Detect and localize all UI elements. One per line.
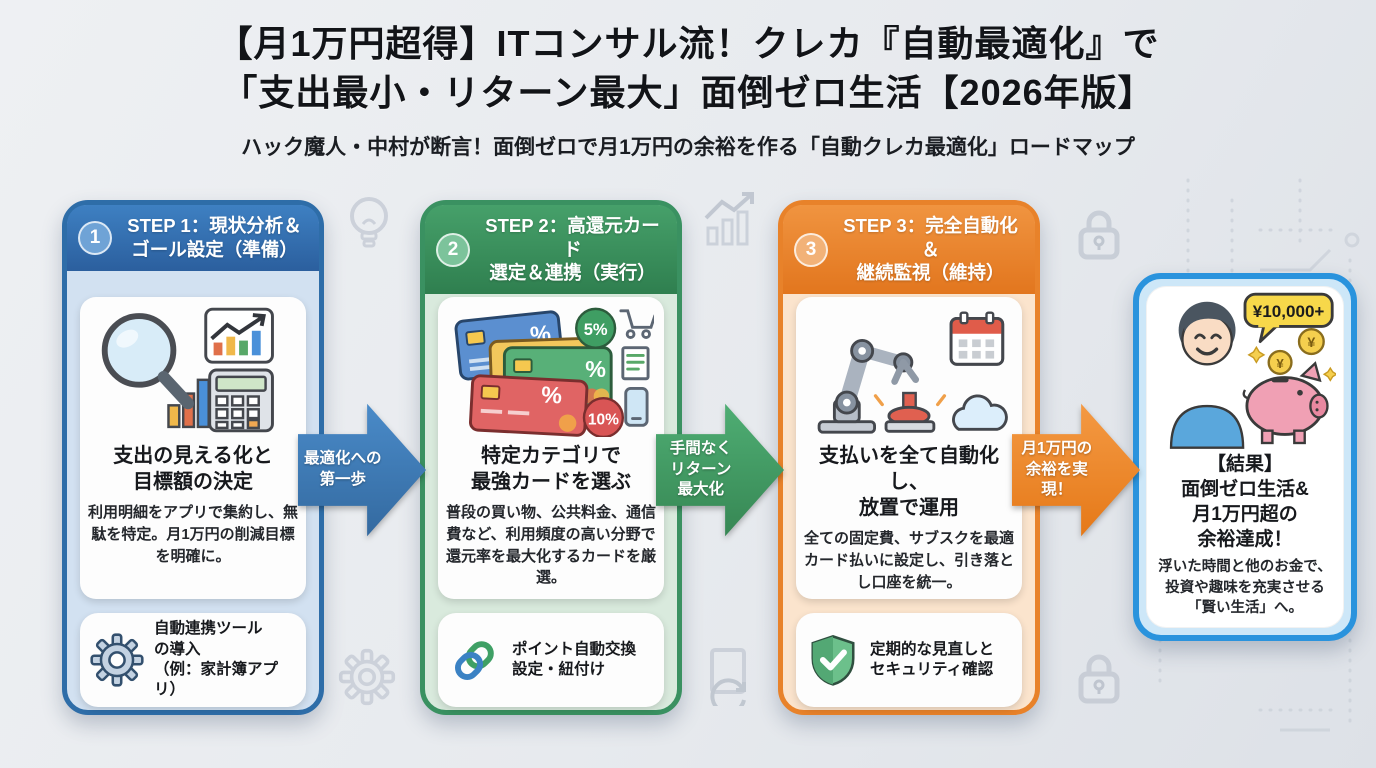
arrow-step2-to-step3: 手間なく リターン 最大化: [656, 401, 784, 539]
step1-body: 利用明細をアプリで集約し、無駄を特定。月1万円の削減目標を明確に。: [88, 504, 299, 565]
link-icon: [455, 641, 494, 680]
sparkle-icon: [1247, 345, 1336, 382]
svg-text:10%: 10%: [588, 411, 619, 428]
step3-card: 3 STEP 3：完全自動化＆ 継続監視（維持）: [778, 200, 1040, 715]
step1-header: 1 STEP 1：現状分析＆ ゴール設定（準備）: [67, 205, 319, 271]
bar-chart-icon: [167, 378, 210, 429]
gear-icon: [90, 633, 144, 687]
robot-arm-icon: [817, 338, 947, 434]
credit-cards-illustration: % % %: [454, 307, 654, 437]
savings-illustration: ¥ ¥ ¥10,000+: [1169, 292, 1336, 449]
arrow2-label: 手間なく リターン 最大化: [669, 439, 732, 499]
piggy-bank-icon: [1242, 361, 1329, 445]
svg-text:%: %: [541, 381, 563, 408]
step3-main-panel: 支払いを全て自動化し、 放置で運用 全ての固定費、サブスクを最適カード払いに設定…: [796, 297, 1022, 599]
discount-5-badge: 5%: [575, 307, 617, 349]
step1-heading: 支出の見える化と 目標額の決定: [113, 445, 273, 493]
phone-icon: [624, 387, 649, 427]
step1-card: 1 STEP 1：現状分析＆ ゴール設定（準備）: [62, 200, 324, 715]
result-card: ¥ ¥ ¥10,000+ 【結果】 面倒ゼロ生活& 月1万円超の 余裕: [1133, 273, 1357, 641]
step2-title: STEP 2：高還元カード 選定＆連携（実行）: [485, 215, 660, 284]
calculator-icon: [208, 368, 274, 433]
cloud-icon: [952, 394, 1008, 431]
step1-number-badge: 1: [78, 221, 112, 255]
step2-header: 2 STEP 2：高還元カード 選定＆連携（実行）: [425, 205, 677, 295]
step2-heading: 特定カテゴリで 最強カードを選ぶ: [471, 445, 631, 493]
arrow3-label: 月1万円の 余裕を実現！: [1021, 439, 1093, 499]
result-body: 浮いた時間と他のお金で、投資や趣味を充実させる「賢い生活」へ。: [1158, 559, 1332, 617]
title-line-2: 「支出最小・リターン最大」面倒ゼロ生活【2026年版】: [221, 71, 1155, 113]
gear-decoration-icon: [338, 648, 396, 706]
step3-illustration: [804, 303, 1014, 439]
lock-icon: [1078, 210, 1120, 260]
svg-text:%: %: [585, 356, 606, 382]
lock-icon: [1078, 654, 1120, 704]
credit-cards-icon: % % %: [454, 310, 613, 437]
step3-tool-pill: 定期的な見直しと セキュリティ確認: [796, 613, 1022, 707]
arrow-step1-to-step2: 最適化への 第一歩: [298, 401, 426, 539]
arrow-step3-to-result: 月1万円の 余裕を実現！: [1012, 401, 1140, 539]
step2-number-badge: 2: [436, 232, 470, 267]
calendar-icon: [949, 311, 1005, 366]
chart-box-icon: [204, 307, 274, 364]
step2-body: 普段の買い物、公共料金、通信費など、利用頻度の高い分野で還元率を最大化するカード…: [446, 504, 657, 587]
yen-coin-icon: ¥: [1267, 349, 1293, 375]
svg-text:¥: ¥: [1276, 356, 1284, 371]
step3-heading: 支払いを全て自動化し、 放置で運用: [819, 445, 999, 519]
step2-footer-label: ポイント自動交換 設定・紐付け: [512, 640, 637, 678]
step2-tool-pill: ポイント自動交換 設定・紐付け: [438, 613, 664, 707]
step1-main-panel: 支出の見える化と 目標額の決定 利用明細をアプリで集約し、無駄を特定。月1万円の…: [80, 297, 306, 599]
step2-illustration: % % %: [446, 303, 656, 439]
analysis-illustration: [101, 307, 274, 433]
result-illustration: ¥ ¥ ¥10,000+: [1154, 290, 1336, 450]
person-icon: [1169, 301, 1245, 449]
step2-main-panel: % % %: [438, 297, 664, 599]
page-title: 【月1万円超得】ITコンサル流！クレカ『自動最適化』で 「支出最小・リターン最大…: [0, 20, 1376, 117]
title-line-1: 【月1万円超得】ITコンサル流！クレカ『自動最適化』で: [216, 23, 1160, 64]
step1-illustration: [88, 303, 298, 439]
step3-body: 全ての固定費、サブスクを最適カード払いに設定し、引き落とし口座を統一。: [804, 530, 1015, 591]
discount-10-badge: 10%: [582, 396, 625, 437]
step3-header: 3 STEP 3：完全自動化＆ 継続監視（維持）: [783, 205, 1035, 295]
svg-text:5%: 5%: [584, 321, 608, 339]
step1-title: STEP 1：現状分析＆ ゴール設定（準備）: [127, 215, 302, 260]
trend-chart-icon: [704, 192, 754, 246]
step1-footer-label: 自動連携ツール の導入 （例：家計簿アプリ）: [154, 620, 279, 699]
speech-bubble: ¥10,000+: [1243, 292, 1334, 343]
yen-coin-icon: ¥: [1297, 328, 1325, 356]
result-heading: 【結果】 面倒ゼロ生活& 月1万円超の 余裕達成！: [1181, 454, 1309, 551]
result-panel: ¥ ¥ ¥10,000+ 【結果】 面倒ゼロ生活& 月1万円超の 余裕: [1146, 286, 1344, 628]
svg-text:¥: ¥: [1307, 335, 1315, 351]
lightbulb-icon: [350, 197, 388, 248]
step1-tool-pill: 自動連携ツール の導入 （例：家計簿アプリ）: [80, 613, 306, 707]
step2-card: 2 STEP 2：高還元カード 選定＆連携（実行） %: [420, 200, 682, 715]
arrow1-label: 最適化への 第一歩: [304, 450, 382, 488]
refresh-doc-icon: [710, 648, 746, 706]
automation-illustration: [817, 311, 1008, 434]
step3-title: STEP 3：完全自動化＆ 継続監視（維持）: [843, 215, 1018, 284]
page-subtitle: ハック魔人・中村が断言！面倒ゼロで月1万円の余裕を作る「自動クレカ最適化」ロード…: [241, 136, 1135, 159]
shield-check-icon: [811, 635, 855, 686]
step3-footer-label: 定期的な見直しと セキュリティ確認: [870, 640, 995, 678]
cart-icon: [619, 309, 654, 339]
receipt-icon: [621, 346, 650, 381]
bubble-amount: ¥10,000+: [1253, 302, 1325, 321]
magnifier-icon: [101, 313, 194, 410]
step3-number-badge: 3: [794, 232, 828, 267]
